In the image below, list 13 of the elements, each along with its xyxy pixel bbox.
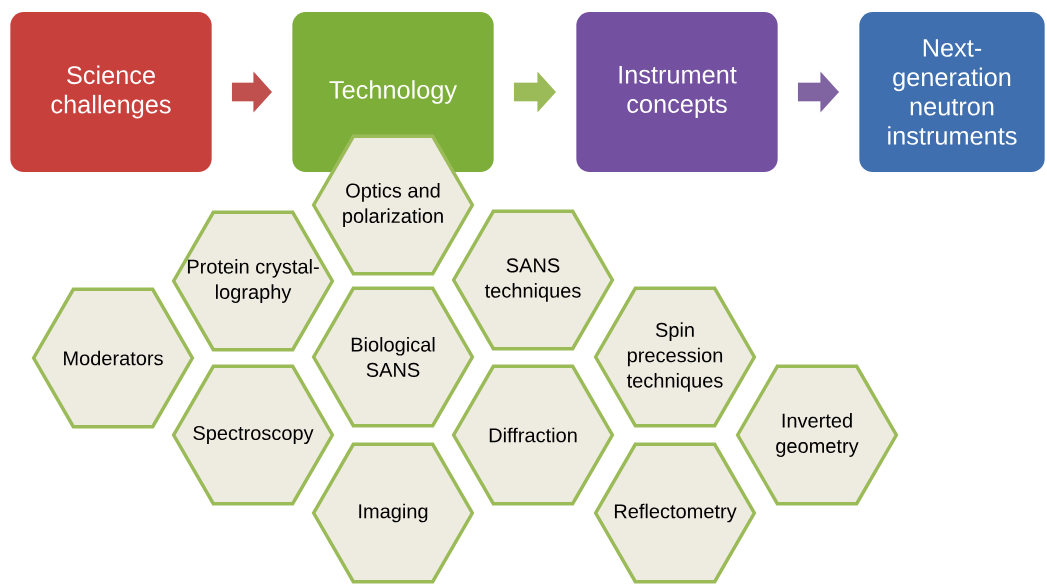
hexagon: Biological SANS	[311, 286, 475, 428]
process-box: Instrument concepts	[576, 12, 778, 172]
hexagon: SANS techniques	[451, 209, 615, 351]
hexagon: Spin precession techniques	[593, 286, 757, 428]
hexagon: Inverted geometry	[735, 364, 899, 506]
hexagon: Moderators	[31, 287, 195, 429]
hexagon: Spectroscopy	[171, 364, 335, 506]
process-box: Next- generation neutron instruments	[859, 12, 1045, 172]
hexagon: Protein crystal- lography	[171, 210, 335, 352]
hexagon: Diffraction	[451, 364, 615, 506]
hexagon: Imaging	[311, 442, 475, 584]
process-box: Science challenges	[10, 12, 212, 172]
hexagon: Reflectometry	[593, 442, 757, 584]
